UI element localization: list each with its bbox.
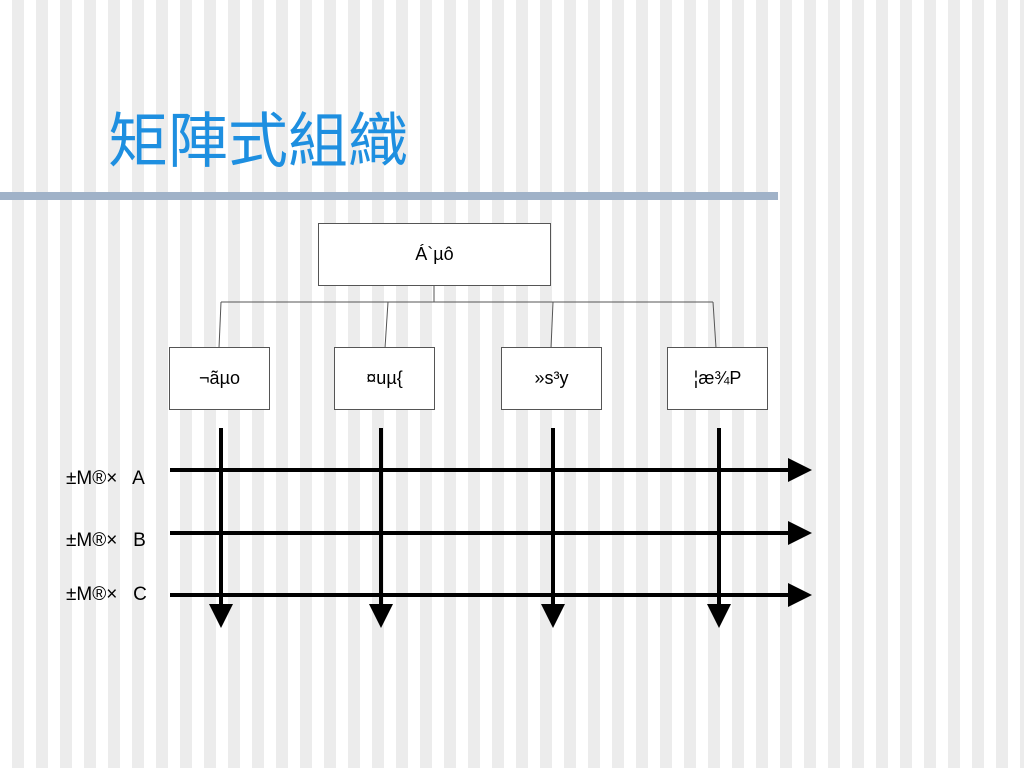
- department-box-2: ¤uµ{: [334, 347, 435, 410]
- tree-branch-4: [712, 301, 717, 349]
- tree-branch-2: [384, 301, 389, 349]
- department-box-1: ¬ãµo: [169, 347, 270, 410]
- title-underline: [0, 192, 778, 200]
- slide-title: 矩陣式組織: [108, 107, 408, 177]
- department-box-4: ¦æ¾P: [667, 347, 768, 410]
- project-label-b: ±M®× B: [66, 530, 146, 551]
- project-label-a: ±M®× A: [66, 468, 145, 489]
- department-box-3: »s³y: [501, 347, 602, 410]
- tree-branch-1: [218, 301, 222, 349]
- project-label-c: ±M®× C: [66, 584, 147, 605]
- tree-branch-3: [550, 301, 554, 349]
- top-box: Á`µô: [318, 223, 551, 286]
